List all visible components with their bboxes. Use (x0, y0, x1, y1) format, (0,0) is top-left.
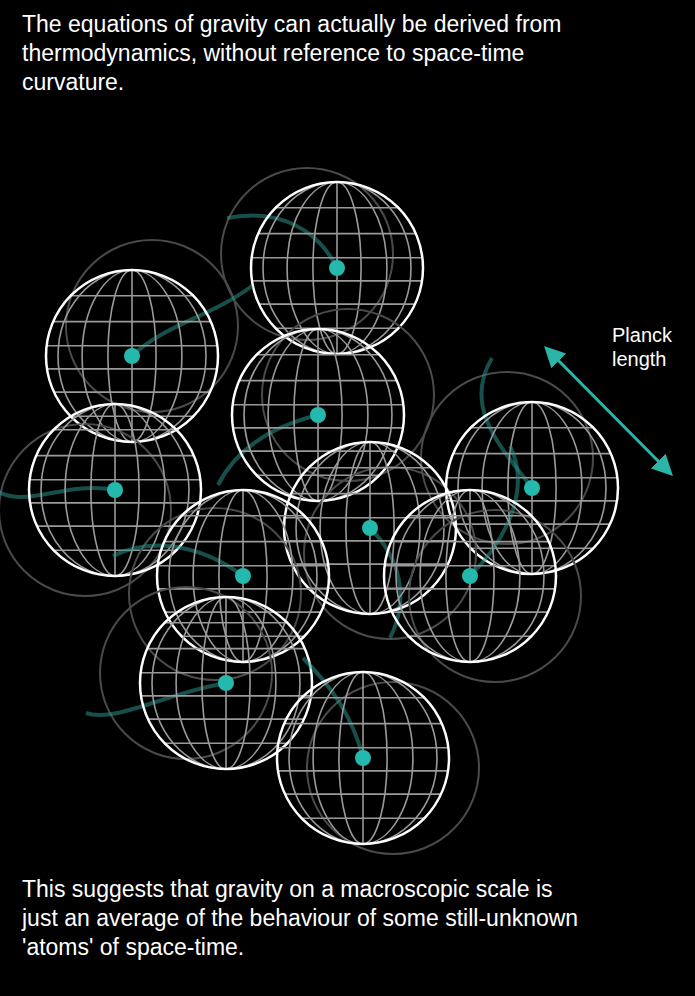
latitude (182, 635, 305, 637)
latitude (278, 770, 448, 772)
latitude (71, 295, 194, 297)
spacetime-atom (221, 168, 423, 354)
latitude (276, 207, 399, 209)
latitude (302, 817, 425, 819)
latitude (54, 549, 177, 551)
latitude (47, 368, 217, 370)
latitude (141, 695, 311, 697)
meridian (458, 402, 606, 574)
latitude (233, 404, 404, 406)
latitude (36, 455, 194, 457)
sphere-cluster (0, 168, 618, 854)
ghost-sphere (221, 168, 393, 340)
latitude (165, 611, 321, 613)
latitude (471, 427, 594, 429)
caption: This suggests that gravity on a macrosco… (22, 875, 582, 962)
latitude (233, 427, 403, 429)
latitude (239, 380, 397, 382)
latitude (447, 500, 617, 502)
motion-trail (113, 546, 243, 576)
latitude (141, 672, 312, 674)
meridian (41, 404, 189, 576)
latitude (165, 622, 288, 624)
atom-dot (329, 260, 345, 276)
motion-trail (481, 358, 532, 488)
latitude (30, 502, 200, 504)
sphere-outline (232, 329, 404, 501)
meridian (169, 490, 317, 662)
sphere-outline (446, 402, 618, 574)
spacetime-atom (277, 658, 479, 854)
atom-dot (107, 482, 123, 498)
latitude (392, 611, 548, 613)
latitude (284, 723, 442, 725)
spacetime-atom (0, 404, 201, 596)
latitude (453, 453, 611, 455)
latitude (258, 233, 416, 235)
latitude (309, 467, 432, 469)
latitude (158, 565, 329, 567)
meridian (289, 672, 437, 844)
meridian (263, 182, 411, 354)
latitude (391, 541, 549, 543)
latitude (278, 747, 449, 749)
atom-dot (355, 750, 371, 766)
atom-dot (524, 480, 540, 496)
atom-dot (124, 348, 140, 364)
latitude (47, 345, 218, 347)
latitude (252, 280, 422, 282)
latitude (53, 321, 211, 323)
latitude (259, 303, 415, 305)
atom-dot (462, 568, 478, 584)
sphere-outline (140, 597, 312, 769)
latitude (409, 635, 532, 637)
latitude (37, 525, 193, 527)
sphere-outline (277, 672, 449, 844)
sphere-outline (29, 404, 201, 576)
latitude (164, 541, 322, 543)
atom-dot (362, 520, 378, 536)
latitude (257, 354, 380, 356)
latitude (385, 588, 555, 590)
latitude (147, 648, 305, 650)
dimension-label: Planck length (612, 323, 690, 371)
title: The equations of gravity can actually be… (22, 10, 582, 97)
atom-dot (235, 568, 251, 584)
atom-dot (218, 675, 234, 691)
latitude (54, 391, 210, 393)
latitude (291, 493, 449, 495)
sphere-outline (157, 490, 329, 662)
latitude (385, 565, 556, 567)
latitude (285, 793, 441, 795)
sphere-outline (251, 182, 423, 354)
spacetime-atom (218, 309, 434, 501)
motion-trail (0, 488, 115, 497)
latitude (240, 450, 396, 452)
latitude (292, 563, 448, 565)
spacetime-atom (384, 446, 581, 682)
latitude (447, 477, 618, 479)
latitude (302, 697, 425, 699)
atom-dot (310, 407, 326, 423)
latitude (454, 523, 610, 525)
latitude (30, 479, 201, 481)
latitude (182, 515, 305, 517)
latitude (54, 429, 177, 431)
latitude (409, 515, 532, 517)
latitude (158, 588, 328, 590)
latitude (257, 474, 380, 476)
sphere-outline (384, 490, 556, 662)
meridian (58, 270, 206, 442)
latitude (285, 517, 456, 519)
latitude (165, 742, 288, 744)
meridian (396, 490, 544, 662)
latitude (471, 547, 594, 549)
latitude (252, 257, 423, 259)
motion-trail (227, 215, 337, 268)
ghost-sphere (307, 682, 479, 854)
latitude (148, 718, 304, 720)
